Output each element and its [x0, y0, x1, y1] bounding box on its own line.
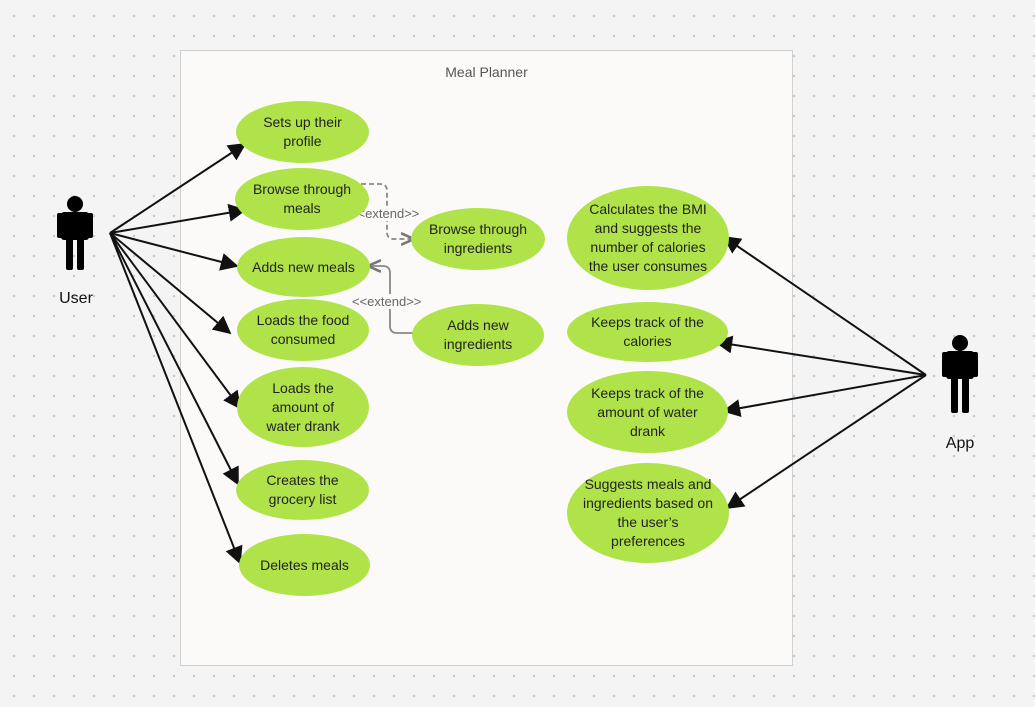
usecase-setup-profile[interactable]: Sets up their profile	[236, 101, 369, 163]
extend-label-add: <<extend>>	[351, 294, 423, 309]
usecase-add-ingredients[interactable]: Adds new ingredients	[412, 304, 544, 366]
user-actor-figure	[57, 196, 93, 270]
usecase-track-calories[interactable]: Keeps track of the calories	[567, 302, 728, 362]
assoc-user-setup-profile	[109, 143, 247, 234]
assoc-app-track-calories	[714, 335, 927, 376]
usecase-browse-meals[interactable]: Browse through meals	[235, 168, 369, 230]
usecase-grocery-list[interactable]: Creates the grocery list	[236, 460, 369, 520]
assoc-app-calc-bmi	[722, 235, 927, 376]
assoc-user-add-meals	[109, 232, 239, 271]
assoc-user-load-food	[109, 232, 232, 335]
usecase-add-meals[interactable]: Adds new meals	[237, 237, 370, 297]
usecase-load-water[interactable]: Loads the amount of water drank	[237, 367, 369, 447]
assoc-app-track-water	[722, 374, 927, 418]
usecase-calc-bmi[interactable]: Calculates the BMI and suggests the numb…	[567, 186, 729, 290]
system-title: Meal Planner	[445, 64, 528, 80]
user-actor-label: User	[59, 290, 93, 307]
app-actor-figure	[942, 335, 978, 413]
assoc-user-delete-meals	[109, 232, 243, 565]
usecase-browse-ingredients[interactable]: Browse through ingredients	[411, 208, 545, 270]
app-actor-label: App	[945, 435, 975, 452]
assoc-app-suggest-meals	[725, 374, 927, 510]
usecase-load-food[interactable]: Loads the food consumed	[237, 299, 369, 361]
extend-label-browse: <<extend>>	[349, 206, 421, 221]
assoc-user-grocery-list	[109, 232, 239, 486]
assoc-user-load-water	[109, 232, 242, 410]
assoc-user-browse-meals	[109, 203, 247, 234]
usecase-track-water[interactable]: Keeps track of the amount of water drank	[567, 371, 728, 453]
usecase-suggest-meals[interactable]: Suggests meals and ingredients based on …	[567, 463, 729, 563]
usecase-delete-meals[interactable]: Deletes meals	[239, 534, 370, 596]
